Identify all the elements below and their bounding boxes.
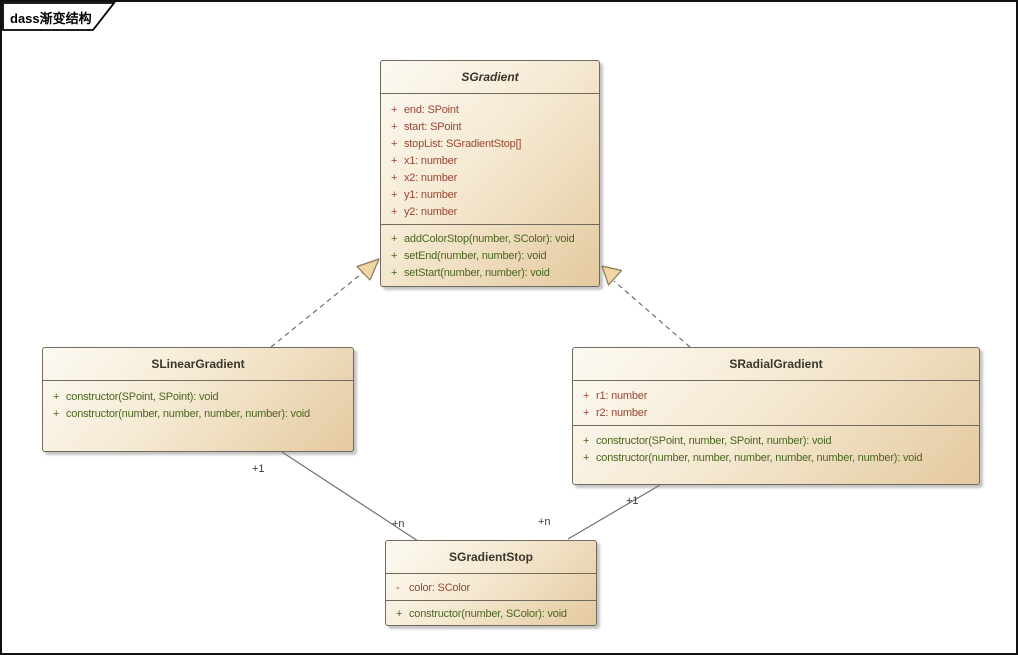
methods-compartment: + constructor(SPoint, SPoint): void + cons… — [43, 381, 353, 422]
visibility-marker: + — [391, 205, 398, 218]
attribute-text: start: SPoint — [404, 120, 462, 133]
realization-line-linear-to-gradient[interactable] — [270, 269, 367, 348]
attribute-row: + end: SPoint — [381, 101, 599, 118]
method-text: constructor(number, number, number, numb… — [596, 451, 923, 464]
attribute-text: r2: number — [596, 406, 648, 419]
association-linear-to-stop[interactable] — [281, 451, 419, 542]
class-box-slineargradient[interactable]: SLinearGradient + constructor(SPoint, SPo… — [42, 347, 354, 452]
realization-line-radial-to-gradient[interactable] — [613, 280, 691, 348]
attribute-row: + r2: number — [573, 404, 979, 421]
class-name-slineargradient: SLinearGradient — [43, 348, 353, 381]
frame-tab-shape — [2, 2, 116, 31]
method-row: + constructor(number, SColor): void — [386, 605, 596, 622]
generalization-arrowhead-left — [356, 258, 380, 281]
class-box-sradialgradient[interactable]: SRadialGradient +r1: number +r2: number … — [572, 347, 980, 485]
method-row: + constructor(SPoint, number, SPoint, num… — [573, 432, 979, 449]
attributes-compartment: + end: SPoint + start: SPoint + stopList: S… — [381, 94, 599, 225]
visibility-marker: + — [391, 266, 398, 279]
visibility-marker: + — [391, 188, 398, 201]
visibility-marker: + — [53, 407, 60, 420]
class-name-sradialgradient: SRadialGradient — [573, 348, 979, 381]
attribute-row: + start: SPoint — [381, 118, 599, 135]
class-box-sgradient[interactable]: SGradient + end: SPoint + start: SPoint + s… — [380, 60, 600, 287]
class-name-sgradient: SGradient — [381, 61, 599, 94]
attribute-row: + r1: number — [573, 387, 979, 404]
attribute-row: + y2: number — [381, 203, 599, 220]
visibility-marker: + — [583, 389, 590, 402]
multiplicity-label-radial-target: +n — [538, 516, 551, 528]
methods-compartment: + constructor(SPoint, number, SPoint, num… — [573, 426, 979, 466]
multiplicity-label-linear-target: +n — [392, 518, 405, 530]
association-radial-to-stop[interactable] — [567, 484, 661, 540]
method-text: constructor(number, number, number, numb… — [66, 407, 310, 420]
method-text: setStart(number, number): void — [404, 266, 550, 279]
attribute-text: x2: number — [404, 171, 458, 184]
attribute-text: stopList: SGradientStop[] — [404, 137, 522, 150]
method-row: + constructor(SPoint, SPoint): void — [43, 388, 353, 405]
visibility-marker: + — [391, 137, 398, 150]
method-row: + constructor(number, number, number, num… — [573, 449, 979, 466]
attribute-text: r1: number — [596, 389, 648, 402]
attribute-row: + y1: number — [381, 186, 599, 203]
visibility-marker: + — [391, 249, 398, 262]
attribute-text: y2: number — [404, 205, 458, 218]
visibility-marker: + — [391, 171, 398, 184]
method-row: + addColorStop(number, SColor): void — [381, 230, 599, 247]
visibility-marker: + — [391, 120, 398, 133]
attribute-row: + stopList: SGradientStop[] — [381, 135, 599, 152]
method-text: constructor(number, SColor): void — [409, 607, 567, 620]
attributes-compartment: + r1: number + r2: number — [573, 381, 979, 426]
method-text: setEnd(number, number): void — [404, 249, 547, 262]
class-name-sgradientstop: SGradientStop — [386, 541, 596, 574]
visibility-marker: + — [583, 451, 590, 464]
diagram-title: dass渐变结构 — [10, 11, 92, 26]
method-row: + setEnd(number, number): void — [381, 247, 599, 264]
multiplicity-label-linear-source: +1 — [252, 463, 265, 475]
visibility-marker: + — [583, 406, 590, 419]
attributes-compartment: -color: SColor — [386, 574, 596, 601]
methods-compartment: + addColorStop(number, SColor): void + set… — [381, 225, 599, 281]
method-row: + constructor(number, number, number, num… — [43, 405, 353, 422]
visibility-marker: + — [53, 390, 60, 403]
visibility-marker: - — [396, 581, 400, 594]
attribute-text: end: SPoint — [404, 103, 459, 116]
attribute-row: -color: SColor — [386, 579, 596, 596]
method-row: + setStart(number, number): void — [381, 264, 599, 281]
visibility-marker: + — [391, 103, 398, 116]
visibility-marker: + — [583, 434, 590, 447]
method-text: constructor(SPoint, SPoint): void — [66, 390, 219, 403]
visibility-marker: + — [396, 607, 403, 620]
visibility-marker: + — [391, 154, 398, 167]
method-text: addColorStop(number, SColor): void — [404, 232, 575, 245]
class-box-sgradientstop[interactable]: SGradientStop -color: SColor + constructo… — [385, 540, 597, 626]
attribute-row: + x1: number — [381, 152, 599, 169]
frame-tab — [2, 2, 116, 31]
generalization-arrowhead-right — [601, 265, 623, 286]
multiplicity-label-radial-source: +1 — [626, 495, 639, 507]
attribute-text: x1: number — [404, 154, 458, 167]
methods-compartment: + constructor(number, SColor): void — [386, 601, 596, 622]
attribute-row: + x2: number — [381, 169, 599, 186]
visibility-marker: + — [391, 232, 398, 245]
method-text: constructor(SPoint, number, SPoint, numb… — [596, 434, 832, 447]
attribute-text: color: SColor — [409, 581, 470, 594]
attribute-text: y1: number — [404, 188, 458, 201]
